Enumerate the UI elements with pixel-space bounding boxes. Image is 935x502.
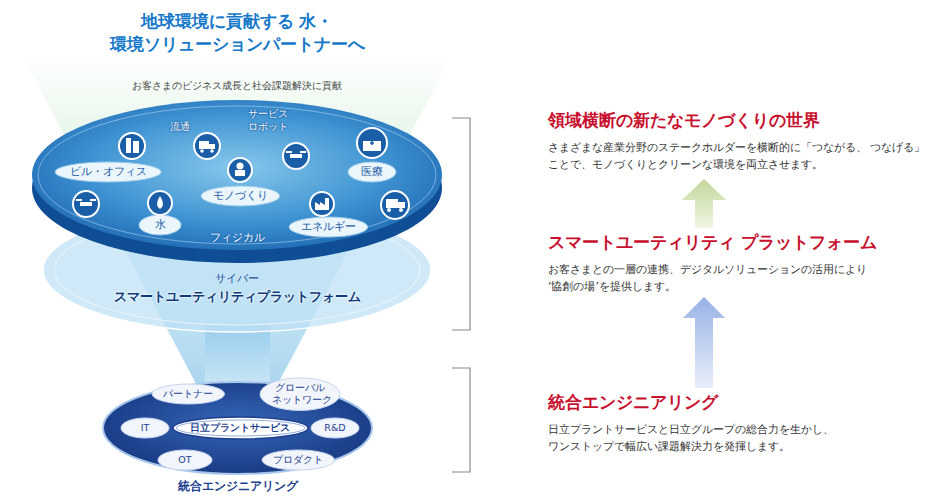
node-label: サイバー xyxy=(215,272,259,286)
node-label: 統合エンジニアリング xyxy=(178,479,298,494)
note-text: さまざまな産業分野のステークホルダーを横断的に「つながる、 つなげる」ことで、モ… xyxy=(548,140,928,173)
node-label: モノづくり xyxy=(213,189,268,202)
label-box: サービス ロボット xyxy=(240,108,296,133)
label-bubble: R&D xyxy=(310,417,360,439)
node-label: 日立プラントサービス xyxy=(190,422,290,434)
node-label: エネルギー xyxy=(301,220,356,233)
label-box: 流通 xyxy=(160,121,200,134)
label-bubble: 水 xyxy=(138,214,182,236)
node-label: IT xyxy=(141,422,150,434)
title-box: 地球環境に貢献する 水・環境ソリューションパートナーへ xyxy=(77,10,397,56)
label-bubble: 医療 xyxy=(347,161,397,183)
note-text: お客さまとの一層の連携、デジタルソリューションの活用により ‘協創の場’を提供し… xyxy=(548,262,928,295)
note-text: サービス ロボット xyxy=(240,108,296,133)
label-box: スマートユーティリティ プラットフォーム xyxy=(548,232,928,253)
section-heading: 統合エンジニアリング xyxy=(548,392,928,413)
section-heading: スマートユーティリティ プラットフォーム xyxy=(548,232,928,253)
node-label: フィジカル xyxy=(210,231,265,245)
bracket xyxy=(452,118,470,330)
light-beam xyxy=(205,325,270,390)
label-box: さまざまな産業分野のステークホルダーを横断的に「つながる、 つなげる」ことで、モ… xyxy=(548,140,928,173)
note-text: お客さまのビジネス成長と社会課題解決に貢献 xyxy=(77,80,397,93)
node-label: グローバル ネットワーク xyxy=(272,382,328,406)
up-arrow xyxy=(682,179,726,228)
note-text: 日立プラントサービスと日立グループの総合力を生かし、 ワンストップで幅広い課題解… xyxy=(548,422,928,455)
label-box: 統合エンジニアリング xyxy=(548,392,928,413)
label-box: お客さまのビジネス成長と社会課題解決に貢献 xyxy=(77,80,397,93)
node-label: ビル・オフィス xyxy=(70,165,147,178)
bracket xyxy=(452,368,470,472)
label-box: お客さまとの一層の連携、デジタルソリューションの活用により ‘協創の場’を提供し… xyxy=(548,262,928,295)
label-box: 領域横断の新たなモノづくりの世界 xyxy=(548,110,928,131)
funnel-glow xyxy=(22,55,452,395)
label-bubble: OT xyxy=(157,449,213,471)
node-label: 医療 xyxy=(361,165,383,178)
core-bubble: 日立プラントサービス xyxy=(172,416,309,440)
label-bubble: エネルギー xyxy=(288,216,369,238)
label-box: 日立プラントサービスと日立グループの総合力を生かし、 ワンストップで幅広い課題解… xyxy=(548,422,928,455)
physical-layer-disc: ビル・オフィス 医療モノづくり水 エネルギーフィジカル xyxy=(32,100,442,265)
label-bubble: ビル・オフィス xyxy=(54,161,162,183)
label-bubble: モノづくり xyxy=(200,185,281,207)
node-label: パートナー xyxy=(163,388,213,400)
label-bubble: グローバル ネットワーク xyxy=(259,377,341,411)
title: 地球環境に貢献する 水・環境ソリューションパートナーへ xyxy=(77,10,397,56)
node-label: プロダクト xyxy=(273,454,323,466)
section-heading: 領域横断の新たなモノづくりの世界 xyxy=(548,110,928,131)
note-text: 流通 xyxy=(160,121,200,134)
node-label: R&D xyxy=(324,422,345,434)
engineering-base-disc: パートナー グローバル ネットワーク IT 日立プラントサービス R&D OT プロダクト統… xyxy=(100,378,375,498)
label-bubble: IT xyxy=(120,417,170,439)
label-bubble: パートナー xyxy=(151,383,226,405)
label-bubble: プロダクト xyxy=(261,449,336,471)
node-sublabel: スマートユーティリティプラットフォーム xyxy=(114,289,361,305)
up-arrow xyxy=(683,297,725,388)
node-label: 水 xyxy=(155,218,166,231)
node-label: OT xyxy=(178,454,191,466)
